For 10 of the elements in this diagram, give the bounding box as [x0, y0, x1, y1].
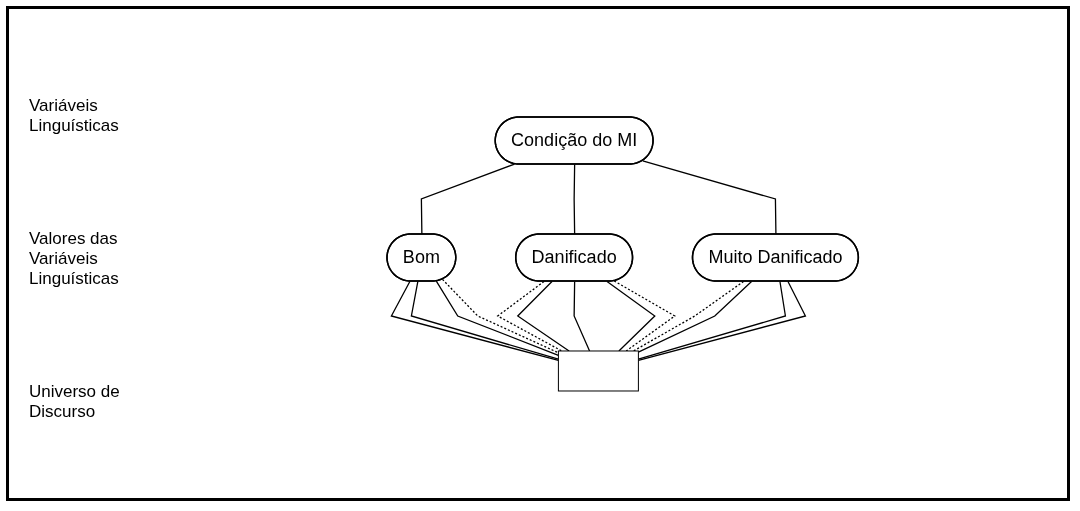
connector: [613, 279, 677, 352]
connector: [421, 162, 516, 235]
connector: [606, 280, 657, 352]
node-bar: [558, 350, 640, 391]
connector: [642, 159, 777, 235]
level-label: Universo de Discurso: [29, 381, 121, 422]
connector: [573, 163, 576, 235]
level-label: Variáveis Linguísticas: [29, 95, 120, 136]
level-label: Valores das Variáveis Linguísticas: [29, 228, 120, 289]
connector: [573, 280, 591, 352]
